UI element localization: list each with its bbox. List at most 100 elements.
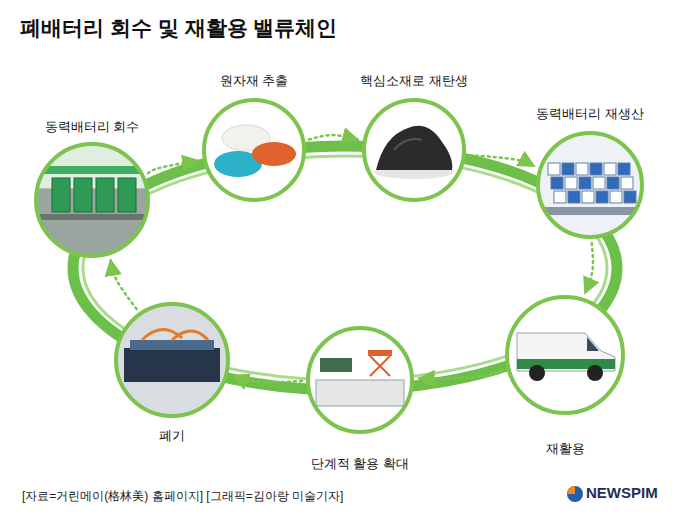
illustration-part (565, 177, 577, 189)
illustration-part (394, 139, 422, 150)
illustration-part (34, 142, 150, 258)
illustration-part (364, 100, 464, 200)
illustration-part (362, 98, 466, 202)
illustration-part (621, 177, 633, 189)
illustration-part (544, 207, 636, 215)
node-label-group: 폐기 (159, 428, 185, 445)
illustration-part (610, 191, 622, 203)
illustration-part (36, 144, 148, 256)
illustration-part (306, 326, 414, 434)
brand-label: NEWSPIM (586, 484, 658, 501)
illustration-part (202, 98, 306, 202)
flow-arrow (309, 135, 358, 140)
illustration-part (536, 131, 644, 239)
illustration-part (607, 177, 619, 189)
flow-arrow (233, 376, 302, 383)
illustration-part (505, 295, 625, 415)
illustration-part (590, 163, 602, 175)
process-circle: 동력배터리 회수 (34, 142, 150, 258)
illustration-part (202, 98, 306, 202)
illustration-part (130, 340, 214, 350)
step-label: 동력배터리 재생산 (536, 106, 644, 123)
illustration-part (618, 163, 630, 175)
illustration-part (306, 326, 414, 434)
step-label: 재활용 (546, 441, 585, 458)
illustration-part (44, 166, 140, 174)
illustration-part (114, 302, 230, 418)
illustration-part (320, 358, 352, 372)
illustration-part (376, 126, 452, 170)
circle-outline (505, 295, 625, 415)
illustration-part (362, 98, 466, 202)
illustration-part (507, 297, 623, 413)
illustration-part (34, 142, 150, 258)
process-circle: 원자재 추출 (202, 98, 306, 202)
flow-arrow (148, 161, 198, 174)
node-label-group: 동력배터리 재생산 (536, 106, 644, 123)
flow-arrow (470, 155, 534, 166)
process-circle: 동력배터리 재생산 (536, 131, 644, 239)
illustration-part (252, 142, 296, 166)
circle-outline (34, 142, 150, 258)
illustration-part (362, 98, 466, 202)
illustration-part (308, 328, 412, 432)
process-circle: 핵심소재로 재탄생 (362, 98, 466, 202)
circle-outline (202, 98, 306, 202)
flow-arrow (585, 243, 593, 293)
process-circle: 재활용 (505, 295, 625, 415)
illustration-part (505, 295, 625, 415)
illustration-part (316, 380, 404, 406)
illustration-part (624, 191, 636, 203)
node-label-group: 원자재 추출 (220, 73, 289, 90)
illustration-part (34, 214, 150, 220)
process-circle: 폐기 (114, 302, 230, 418)
source-caption: [자료=거린메이(格林美) 홈페이지] [그래픽=김아랑 미술기자] (22, 488, 343, 505)
brand-logo (567, 486, 583, 502)
title: 폐배터리 회수 및 재활용 밸류체인 (20, 14, 337, 42)
step-label: 동력배터리 회수 (45, 119, 140, 136)
illustration-part (370, 356, 390, 376)
step-label: 폐기 (159, 428, 185, 445)
logo-segment (567, 486, 575, 494)
illustration-part (517, 333, 615, 371)
circle-outline (114, 302, 230, 418)
step-label: 단계적 활용 확대 (311, 456, 409, 473)
illustration-part (116, 304, 228, 416)
illustration-part (551, 177, 563, 189)
illustration-part (96, 178, 114, 212)
node-label-group: 재활용 (546, 441, 585, 458)
illustration-part (568, 191, 580, 203)
process-circle: 단계적 활용 확대 (306, 326, 414, 434)
node-label-group: 단계적 활용 확대 (311, 456, 409, 473)
circle-outline (306, 326, 414, 434)
illustration-part (593, 177, 605, 189)
flow-arrow (419, 370, 503, 378)
illustration-part (529, 365, 545, 381)
illustration-part (536, 131, 644, 239)
illustration-part (368, 350, 392, 356)
step-label: 원자재 추출 (220, 73, 289, 90)
illustration-part (576, 163, 588, 175)
illustration-part (124, 348, 220, 382)
illustration-part (118, 178, 136, 212)
illustration-part (204, 100, 304, 200)
illustration-part (548, 163, 560, 175)
illustration-part (604, 163, 616, 175)
illustration-part (587, 337, 599, 351)
flow-arrow (111, 260, 137, 309)
illustration-part (538, 133, 642, 237)
illustration-part (579, 177, 591, 189)
illustration-part (587, 365, 603, 381)
circle-outline (362, 98, 466, 202)
illustration-part (114, 302, 230, 418)
circle-outline (536, 131, 644, 239)
illustration-part (52, 178, 70, 212)
node-label-group: 핵심소재로 재탄생 (360, 73, 468, 90)
logo-circle (567, 486, 583, 502)
illustration-part (74, 178, 92, 212)
illustration-part (306, 326, 414, 434)
node-label-group: 동력배터리 회수 (45, 119, 140, 136)
illustration-part (34, 142, 150, 258)
illustration-part (596, 191, 608, 203)
illustration-part (202, 98, 306, 202)
